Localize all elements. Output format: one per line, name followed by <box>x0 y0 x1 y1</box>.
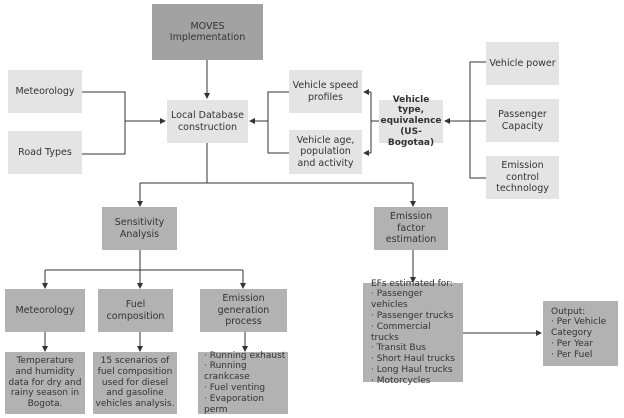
speed-profiles-node: Vehicle speed profiles <box>289 70 362 113</box>
meteorology-input-node: Meteorology <box>8 70 82 113</box>
vehicle-age-node: Vehicle age, population and activity <box>289 130 362 174</box>
list-item: Per Fuel <box>551 350 616 361</box>
meteorology-sa-node: Meteorology <box>5 289 85 332</box>
node-title: EFs estimated for: <box>371 278 453 289</box>
node-label: MOVES Implementation <box>169 20 246 43</box>
list-item: Transit Bus <box>371 343 461 354</box>
passenger-capacity-node: Passenger Capacity <box>486 99 559 142</box>
list-item: Fuel venting <box>204 383 286 394</box>
node-label: Temperature and humidity data for dry an… <box>8 356 82 410</box>
node-label: Emission generation process <box>217 293 270 328</box>
node-label: Emission factor estimation <box>385 211 437 246</box>
node-label: Vehicle type, equivalence (US-Bogotaa) <box>380 94 442 148</box>
list-item: Motorcycles <box>371 376 461 387</box>
efs-node: EFs estimated for: Passenger vehicles Pa… <box>363 279 463 386</box>
moves-node: MOVES Implementation <box>152 4 263 60</box>
temp-humidity-node: Temperature and humidity data for dry an… <box>5 352 85 414</box>
sensitivity-node: Sensitivity Analysis <box>102 207 177 250</box>
emission-control-node: Emission control technology <box>486 156 559 199</box>
node-label: Passenger Capacity <box>498 109 547 132</box>
node-label: Sensitivity Analysis <box>114 217 165 240</box>
fuel-composition-node: Fuel composition <box>98 289 173 332</box>
node-title: Output: <box>551 306 586 317</box>
node-label: Fuel composition <box>106 299 165 322</box>
node-label: Road Types <box>18 146 72 158</box>
vehicle-power-node: Vehicle power <box>486 42 559 85</box>
node-label: Meteorology <box>15 85 75 97</box>
local-db-node: Local Database construction <box>167 100 248 143</box>
list-item: Long Haul trucks <box>371 365 461 376</box>
list-item: Running exhaust <box>204 351 286 362</box>
list-item: Commercial trucks <box>371 322 461 344</box>
list-item: Evaporation perm <box>204 394 286 416</box>
list-item: Passenger trucks <box>371 311 461 322</box>
node-label: Vehicle power <box>489 57 556 69</box>
ef-estimation-node: Emission factor estimation <box>374 207 448 250</box>
node-label: Vehicle speed profiles <box>292 80 359 103</box>
road-types-node: Road Types <box>8 131 82 174</box>
fuel-scenarios-node: 15 scenarios of fuel composition used fo… <box>93 352 177 414</box>
node-label: Vehicle age, population and activity <box>296 134 355 169</box>
list-item: Per Vehicle Category <box>551 317 616 339</box>
node-label: Emission control technology <box>496 160 549 195</box>
emission-generation-node: Emission generation process <box>200 289 287 332</box>
list-item: Short Haul trucks <box>371 354 461 365</box>
processes-node: Running exhaust Running crankcase Fuel v… <box>198 351 288 416</box>
node-label: 15 scenarios of fuel composition used fo… <box>95 356 175 410</box>
list-item: Passenger vehicles <box>371 289 461 311</box>
list-item: Running crankcase <box>204 361 286 383</box>
vehicle-type-node: Vehicle type, equivalence (US-Bogotaa) <box>379 95 443 148</box>
node-label: Local Database construction <box>171 110 244 133</box>
node-label: Meteorology <box>15 304 75 316</box>
output-node: Output: Per Vehicle Category Per Year Pe… <box>543 301 618 366</box>
list-item: Per Year <box>551 339 616 350</box>
